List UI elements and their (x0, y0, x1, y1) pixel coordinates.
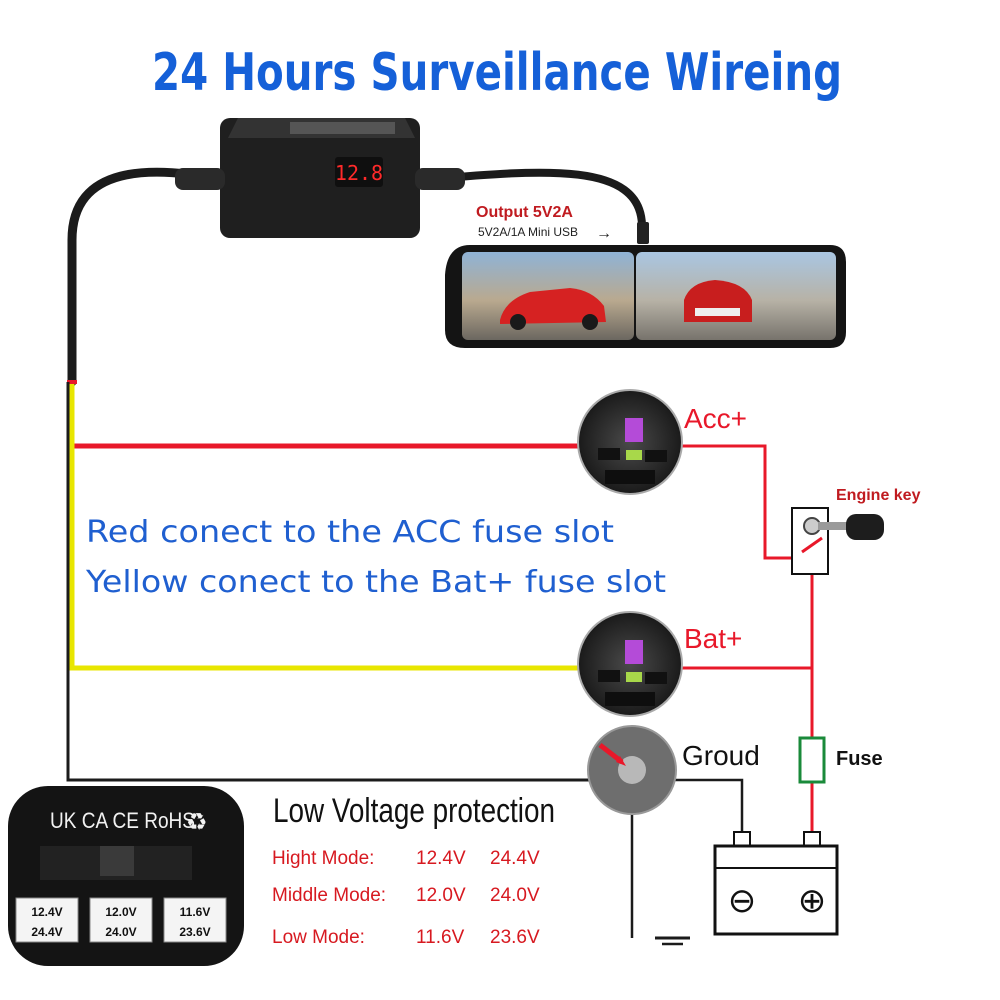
acc-fuse-slot (577, 389, 683, 495)
switch-2-bottom: 24.0V (105, 925, 136, 939)
key-blade-icon (818, 522, 848, 530)
engine-key-switch (791, 507, 884, 575)
switch-3-top: 11.6V (180, 905, 211, 919)
key-fob-icon (846, 514, 884, 540)
yellow-wire-bat (69, 382, 590, 671)
inline-fuse-icon (798, 736, 826, 784)
right-circuit (678, 444, 814, 833)
mode-24v: 23.6V (490, 927, 540, 948)
recycle-icon: ♻ (186, 809, 208, 836)
strain-relief-right (415, 168, 465, 190)
mode-12v: 12.0V (416, 885, 466, 906)
switch-2-top: 12.0V (105, 905, 136, 919)
battery-icon (713, 831, 839, 936)
certification-marks: UK CA CE RoHS (50, 808, 195, 833)
instruction-red: Red conect to the ACC fuse slot (86, 515, 614, 550)
mode-row-high: Hight Mode: 12.4V 24.4V (272, 848, 540, 869)
mode-24v: 24.0V (490, 885, 540, 906)
acc-label: Acc+ (684, 403, 747, 434)
protection-heading: Low Voltage protection (273, 792, 555, 830)
bat-fuse-slot (577, 611, 683, 717)
switch-label-1: 12.4V 24.4V (15, 897, 79, 943)
module-cable-left (67, 167, 230, 387)
page-title: 24 Hours Surveillance Wireing (152, 43, 842, 103)
switch-1-top: 12.4V (31, 905, 62, 919)
switch-label-2: 12.0V 24.0V (89, 897, 153, 943)
module-cable-right (416, 168, 646, 242)
mode-12v: 11.6V (416, 927, 465, 948)
mode-name: Hight Mode: (272, 848, 374, 869)
switch-1-bottom: 24.4V (31, 925, 62, 939)
mode-row-middle: Middle Mode: 12.0V 24.0V (272, 885, 540, 906)
ground-bolt (587, 725, 677, 815)
battery-minus-icon: ⊖ (728, 882, 757, 920)
mode-switch-slider (100, 846, 134, 876)
mini-usb-plug (637, 222, 649, 244)
instruction-yellow: Yellow conect to the Bat+ fuse slot (85, 565, 666, 600)
bat-label: Bat+ (684, 623, 742, 654)
output-label: Output 5V2A (476, 204, 573, 221)
mode-name: Low Mode: (272, 927, 365, 948)
strain-relief-left (175, 168, 225, 190)
mode-name: Middle Mode: (272, 885, 386, 906)
ground-label: Groud (682, 740, 760, 771)
ground-wire (66, 382, 590, 782)
mode-row-low: Low Mode: 11.6V 23.6V (272, 927, 540, 948)
arrow-icon: → (596, 225, 612, 242)
mode-12v: 12.4V (416, 848, 466, 869)
red-sports-car-icon (500, 288, 606, 324)
red-wire-acc (69, 382, 590, 449)
module-voltage-display: 12.8 (335, 161, 383, 185)
battery-plus-icon: ⊕ (798, 882, 827, 920)
switch-3-bottom: 23.6V (179, 925, 210, 939)
output-sublabel: 5V2A/1A Mini USB (478, 225, 578, 239)
fuse-label: Fuse (836, 748, 883, 770)
switch-label-3: 11.6V 23.6V (163, 897, 227, 943)
hardwire-module: 12.8 (175, 118, 465, 238)
mirror-dashcam (445, 245, 846, 348)
mode-24v: 24.4V (490, 848, 540, 869)
module-label-sticker (290, 122, 395, 134)
engine-key-label: Engine key (836, 487, 921, 504)
voltage-switch-badge: UK CA CE RoHS ♻ 12.4V 24.4V 12.0V 24.0V … (8, 786, 244, 966)
